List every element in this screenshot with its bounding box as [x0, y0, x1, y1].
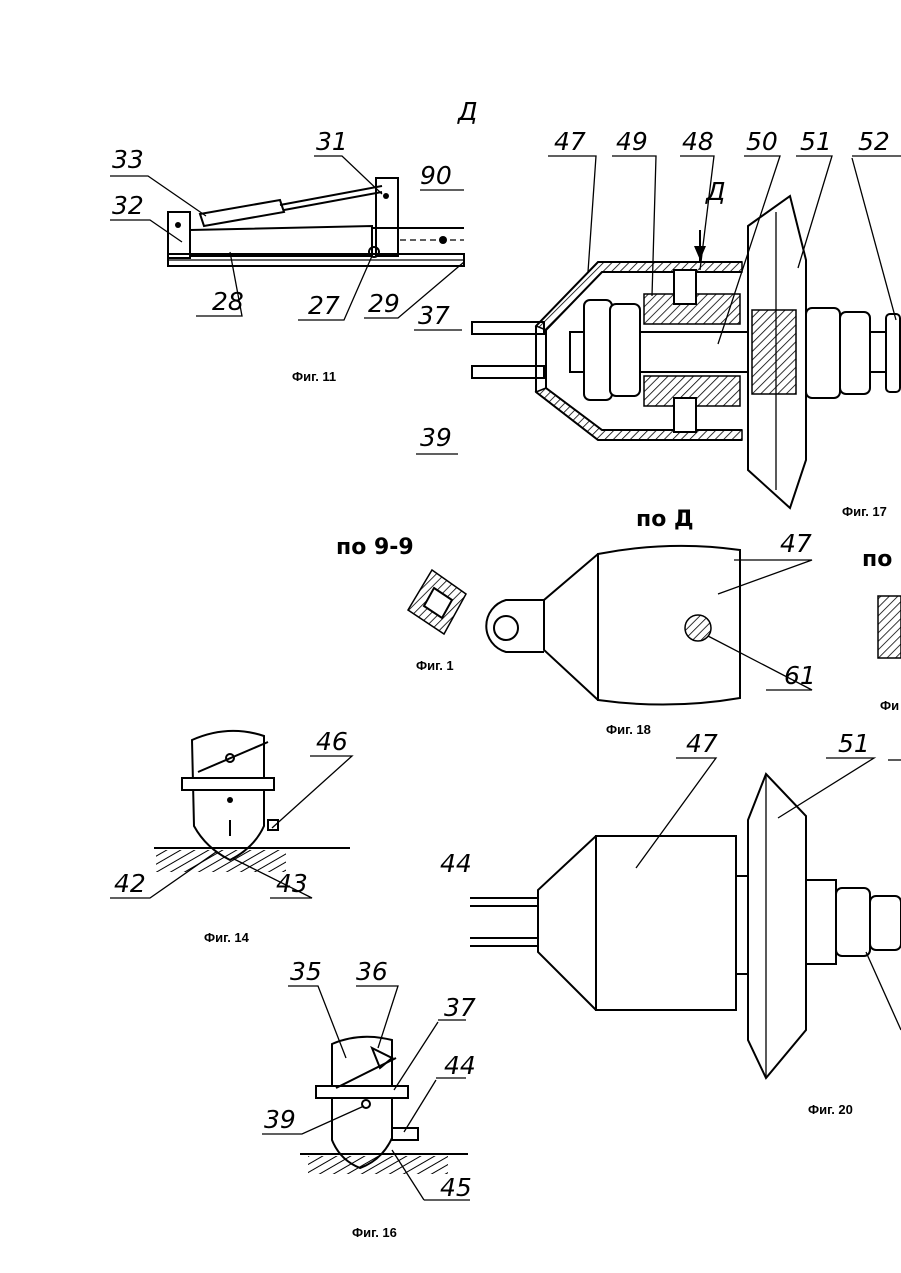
- figure-18: по Д 47 61 Фиг. 18: [486, 507, 816, 737]
- fig20-view-drawing: [470, 774, 901, 1078]
- label-44: 44: [444, 1051, 476, 1080]
- caption-fig20: Фиг. 20: [808, 1102, 853, 1117]
- label-37: 37: [418, 301, 450, 330]
- label-39: 39: [420, 423, 452, 452]
- label-D-arrow: Д: [705, 177, 726, 206]
- label-47: 47: [780, 529, 812, 558]
- edge-label-44: 44: [440, 849, 472, 878]
- section-label-fig19: по: [862, 547, 892, 572]
- label-43: 43: [276, 869, 308, 898]
- label-42: 42: [114, 869, 146, 898]
- caption-fig17: Фиг. 17: [842, 504, 887, 519]
- caption-fig14: Фиг. 14: [204, 930, 250, 945]
- caption-fig13: Фиг. 1: [416, 658, 454, 673]
- figure-17: 47 49 48 50 51 52 Д Фиг. 17: [472, 127, 901, 519]
- label-48: 48: [682, 127, 714, 156]
- figure-11: 33 32 31 28 27 29 90 37 39 Фиг. 11: [110, 127, 464, 454]
- label-52: 52: [858, 127, 890, 156]
- label-33: 33: [112, 145, 144, 174]
- label-50: 50: [746, 127, 778, 156]
- fig17-cross-section: [472, 196, 900, 508]
- figure-19-partial: по Фи: [862, 547, 901, 713]
- fig20-leader-47: [636, 758, 716, 868]
- fig11-frame-drawing: [168, 178, 464, 266]
- fig20-leader-nut: [866, 952, 901, 1030]
- label-90: 90: [420, 161, 452, 190]
- edge-label-top: Д: [457, 97, 478, 126]
- fig16-leader-36: [356, 986, 398, 1048]
- figure-13: по 9-9 Фиг. 1: [336, 535, 466, 673]
- figure-20: 47 51 Фиг. 20: [470, 729, 901, 1117]
- label-37: 37: [444, 993, 476, 1022]
- fig13-section-drawing: [408, 570, 466, 634]
- fig16-leader-35: [288, 986, 346, 1058]
- section-label-D: по Д: [636, 507, 694, 532]
- label-39: 39: [264, 1105, 296, 1134]
- caption-fig11: Фиг. 11: [292, 369, 336, 384]
- fig20-leader-51: [778, 758, 874, 818]
- label-51: 51: [800, 127, 832, 156]
- label-47: 47: [554, 127, 586, 156]
- label-29: 29: [368, 289, 400, 318]
- label-47: 47: [686, 729, 718, 758]
- caption-fig19: Фи: [880, 698, 899, 713]
- label-36: 36: [356, 957, 388, 986]
- fig19-drawing: [878, 596, 901, 658]
- label-35: 35: [290, 957, 322, 986]
- caption-fig18: Фиг. 18: [606, 722, 651, 737]
- figure-14: 46 42 43 Фиг. 14: [110, 727, 352, 945]
- fig18-view-drawing: [486, 546, 740, 705]
- caption-fig16: Фиг. 16: [352, 1225, 397, 1240]
- fig14-leader-46: [272, 756, 352, 828]
- figure-16: 35 36 37 39 44 45 Фиг. 16: [262, 957, 476, 1240]
- fig18-leader-47: [718, 560, 812, 594]
- label-27: 27: [308, 291, 340, 320]
- label-51: 51: [838, 729, 870, 758]
- label-61: 61: [784, 661, 816, 690]
- label-28: 28: [212, 287, 244, 316]
- label-49: 49: [616, 127, 648, 156]
- label-31: 31: [316, 127, 348, 156]
- label-32: 32: [112, 191, 144, 220]
- fig16-probe-drawing: [300, 1037, 468, 1174]
- label-45: 45: [440, 1173, 472, 1202]
- section-label-9-9: по 9-9: [336, 535, 414, 560]
- fig11-leaders: [110, 156, 464, 454]
- fig16-leader-37b: [394, 1022, 438, 1090]
- label-46: 46: [316, 727, 348, 756]
